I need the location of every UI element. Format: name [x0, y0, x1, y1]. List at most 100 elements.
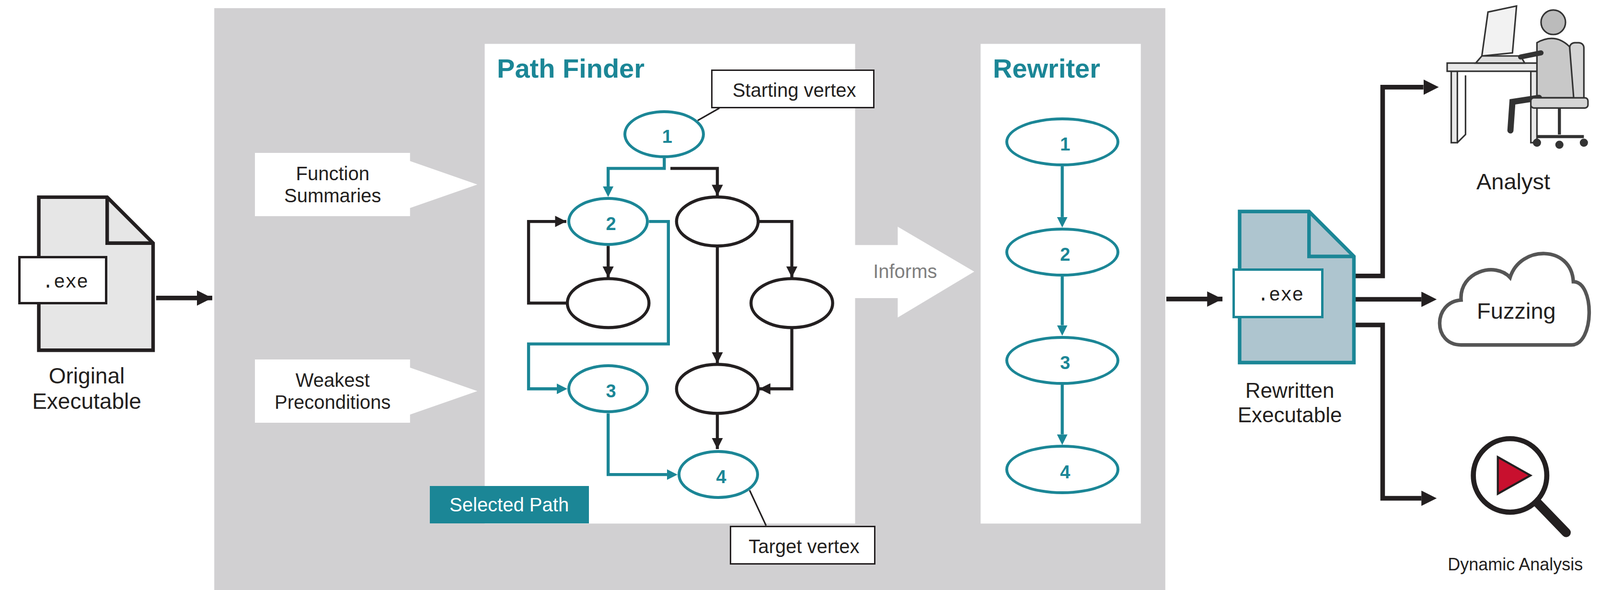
node-text: Starting vertex: [732, 79, 857, 102]
path-vertex: 3: [567, 364, 649, 414]
shape-group: [254, 359, 478, 423]
callout-box: Target vertex: [729, 525, 876, 565]
shape-group: [1447, 6, 1589, 150]
graph-edge: [670, 168, 718, 196]
chair-wheel: [1579, 138, 1588, 148]
connector: [1060, 166, 1064, 218]
block-arrow: [254, 152, 478, 217]
vertex: [567, 278, 649, 328]
analyst-icon: Analyst: [1438, 2, 1595, 200]
node-text: Original Executable: [15, 363, 159, 415]
input-arrow-box: Weakest Preconditions: [254, 359, 478, 423]
cloud-outline: [1439, 253, 1590, 346]
node-text: Analyst: [1476, 168, 1551, 195]
connector: [697, 108, 720, 121]
magnifier-handle: [1537, 503, 1567, 533]
connector: [608, 413, 668, 475]
cloud-shape-shape: [1436, 244, 1594, 349]
input-arrow-box: Function Summaries: [254, 152, 478, 217]
vertex: [750, 278, 833, 328]
cloud-shape: Fuzzing: [1436, 244, 1594, 349]
play-symbol: [1497, 457, 1531, 495]
path-vertex: 2: [567, 196, 649, 246]
executable-icon: Rewritten Executable .exe: [1224, 209, 1356, 432]
desk-top: [1447, 63, 1544, 72]
person-arm: [1520, 53, 1542, 58]
desk-side: [1457, 75, 1466, 144]
path-finder-panel: [484, 44, 855, 524]
node-text: 2: [1059, 244, 1071, 266]
node-text: Target vertex: [748, 535, 860, 558]
graph-edge: [758, 221, 792, 278]
chair-wheel: [1532, 138, 1541, 148]
connector: [1060, 384, 1064, 435]
node-text: Weakest Preconditions: [258, 368, 407, 414]
node-text: 1: [662, 126, 673, 148]
path-vertex: 4: [1005, 444, 1120, 494]
executable-icon: Original Executable .exe: [15, 194, 159, 421]
node-text: Rewritten Executable: [1224, 379, 1356, 428]
node-text: Informs: [873, 260, 937, 283]
node-text: Function Summaries: [258, 162, 407, 207]
input-arrow-box-shape: [254, 152, 478, 217]
node-text: 1: [1059, 134, 1071, 156]
desk-leg: [1450, 71, 1458, 143]
vertex: [676, 364, 759, 414]
node-text: Dynamic Analysis: [1447, 554, 1583, 575]
graph-edge: [528, 221, 568, 303]
person-head: [1540, 10, 1566, 35]
unlabeled-vertices: [567, 196, 833, 414]
chair-post: [1557, 108, 1561, 135]
shape-group: [1473, 438, 1567, 533]
magnifier-lens: [1473, 438, 1547, 513]
person-torso: [1536, 38, 1574, 99]
laptop-base: [1475, 56, 1525, 64]
legend-tag: Selected Path: [429, 485, 589, 524]
graph-edge: [606, 245, 610, 278]
path-vertex: 3: [1005, 335, 1120, 385]
path-vertex: 1: [1005, 117, 1120, 167]
laptop-screen: [1481, 6, 1517, 57]
node-text: Path Finder: [496, 52, 645, 84]
input-arrow: [156, 295, 213, 301]
callout-box: Starting vertex: [711, 69, 875, 109]
dynamic-analysis-icon: Dynamic Analysis: [1436, 436, 1594, 580]
block-arrow: [854, 226, 975, 318]
connector: [608, 158, 665, 187]
node-text: 3: [606, 380, 617, 403]
file-extension-box: .exe: [18, 255, 107, 304]
component-panel: Path Finder 1 2 3 4: [484, 44, 855, 524]
path-vertex: 1: [623, 110, 705, 159]
path-vertex: 2: [1005, 227, 1120, 277]
rewriter-panel: [980, 44, 1141, 524]
shape-group: [1439, 253, 1590, 346]
pipeline-panel: [214, 8, 1166, 590]
chair-base: [1536, 135, 1584, 139]
node-text: Selected Path: [449, 493, 569, 516]
file-extension-box: .exe: [1232, 268, 1324, 319]
path-vertex: 4: [677, 449, 760, 499]
node-text: 3: [1059, 352, 1071, 374]
graph-edge: [715, 245, 719, 364]
document-fold: [1309, 211, 1355, 257]
shape-group: [254, 152, 478, 217]
flow-arrow: Informs: [854, 226, 975, 318]
graph-edge: [715, 413, 719, 449]
vertex: [676, 196, 759, 246]
node-text: 4: [1059, 461, 1071, 484]
block-arrow: [254, 359, 478, 423]
input-arrow-box-shape: [254, 359, 478, 423]
connector: [1060, 276, 1064, 326]
node-text: 4: [716, 466, 727, 488]
document-fold: [107, 196, 154, 243]
component-panel: Rewriter 1 2 3 4: [980, 44, 1141, 524]
connector: [1355, 324, 1422, 499]
graph-edges: [528, 168, 792, 449]
connector: [749, 490, 766, 526]
connector: [1355, 87, 1424, 277]
chair-seat: [1530, 97, 1588, 108]
connector: [528, 221, 669, 389]
node-text: Rewriter: [992, 52, 1101, 84]
